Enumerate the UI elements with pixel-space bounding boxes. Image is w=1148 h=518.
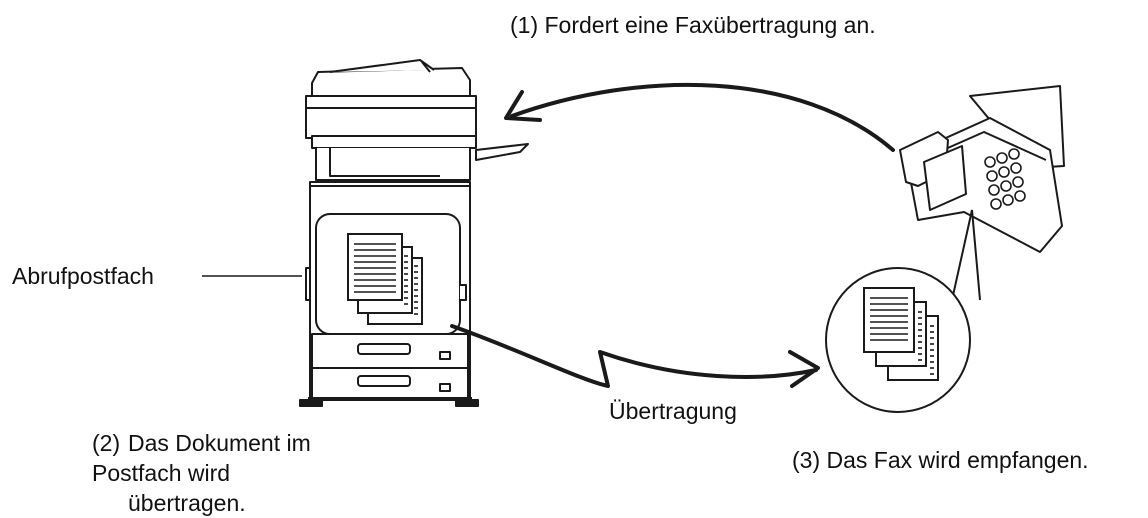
transfer-step-label: (2)Das Dokument im Postfach wird übertra… (92, 428, 352, 518)
polling-mailbox-label: Abrufpostfach (12, 263, 154, 289)
received-documents-callout (825, 209, 981, 413)
polling-diagram (202, 59, 1065, 413)
mailbox-documents-icon (347, 233, 423, 325)
receive-step-label: (3) Das Fax wird empfangen. (792, 447, 1089, 473)
copier-icon (299, 59, 529, 407)
transfer-step-line2: übertragen. (128, 490, 246, 516)
transmission-label: Übertragung (609, 398, 737, 424)
transmission-arrow (450, 324, 820, 388)
transfer-step-number: (2) (92, 430, 121, 456)
request-arrow (504, 82, 895, 152)
fax-machine-icon (899, 85, 1065, 253)
transfer-step-line1: Das Dokument im Postfach wird (92, 430, 311, 486)
received-documents-icon (863, 287, 939, 381)
request-step-label: (1) Fordert eine Faxübertragung an. (510, 12, 876, 38)
